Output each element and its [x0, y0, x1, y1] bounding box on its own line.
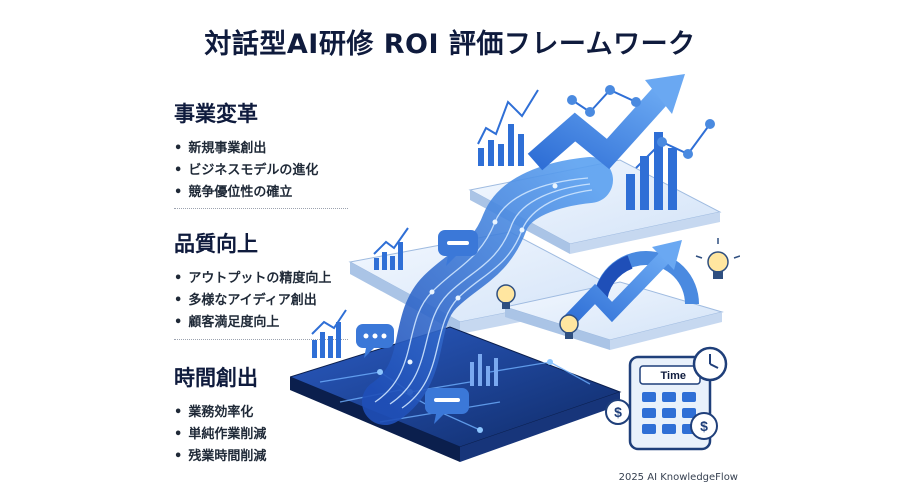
mini-bar-chart-icon	[477, 89, 539, 166]
list-item: 顧客満足度向上	[174, 312, 364, 334]
page-title: 対話型AI研修 ROI 評価フレームワーク	[204, 29, 696, 60]
list-item: 多様なアイディア創出	[174, 290, 364, 312]
svg-text:$: $	[700, 418, 708, 434]
list-item: 単純作業削減	[174, 424, 364, 446]
list-item: 新規事業創出	[174, 138, 364, 160]
list-item: ビジネスモデルの進化	[174, 160, 364, 182]
chat-bubble-icon	[425, 388, 469, 424]
isometric-illustration: Time $ $	[290, 74, 740, 462]
list-item: 業務効率化	[174, 402, 364, 424]
section-quality-improvement: 品質向上 アウトプットの精度向上 多様なアイディア創出 顧客満足度向上	[174, 228, 364, 334]
dotted-divider	[174, 339, 348, 340]
section-time-creation: 時間創出 業務効率化 単純作業削減 残業時間削減	[174, 362, 364, 468]
lightbulb-icon	[695, 238, 740, 279]
section-business-transformation: 事業変革 新規事業創出 ビジネスモデルの進化 競争優位性の確立	[174, 98, 364, 204]
lightbulb-icon	[559, 314, 579, 339]
credit-text: 2025 AI KnowledgeFlow	[618, 472, 738, 483]
svg-text:$: $	[614, 404, 622, 420]
dotted-divider	[174, 208, 348, 209]
growth-arrow-icon	[527, 74, 715, 210]
list-item: 競争優位性の確立	[174, 182, 364, 204]
chat-bubble-icon	[356, 324, 394, 358]
section-heading: 時間創出	[174, 366, 258, 390]
calculator-time-label: Time	[661, 370, 686, 382]
mini-line-chart-icon	[373, 227, 409, 270]
list-item: アウトプットの精度向上	[174, 268, 364, 290]
data-stream	[362, 157, 613, 425]
clock-icon	[692, 346, 728, 382]
dollar-coin-icon: $	[605, 399, 631, 425]
dollar-coin-icon: $	[690, 412, 718, 440]
chat-bubble-icon	[438, 230, 478, 266]
section-heading: 品質向上	[174, 232, 258, 256]
section-heading: 事業変革	[174, 102, 258, 126]
lightbulb-icon	[496, 284, 516, 309]
growth-arrow-icon	[562, 240, 682, 327]
mini-bar-chart-icon	[311, 309, 347, 358]
list-item: 残業時間削減	[174, 446, 364, 468]
